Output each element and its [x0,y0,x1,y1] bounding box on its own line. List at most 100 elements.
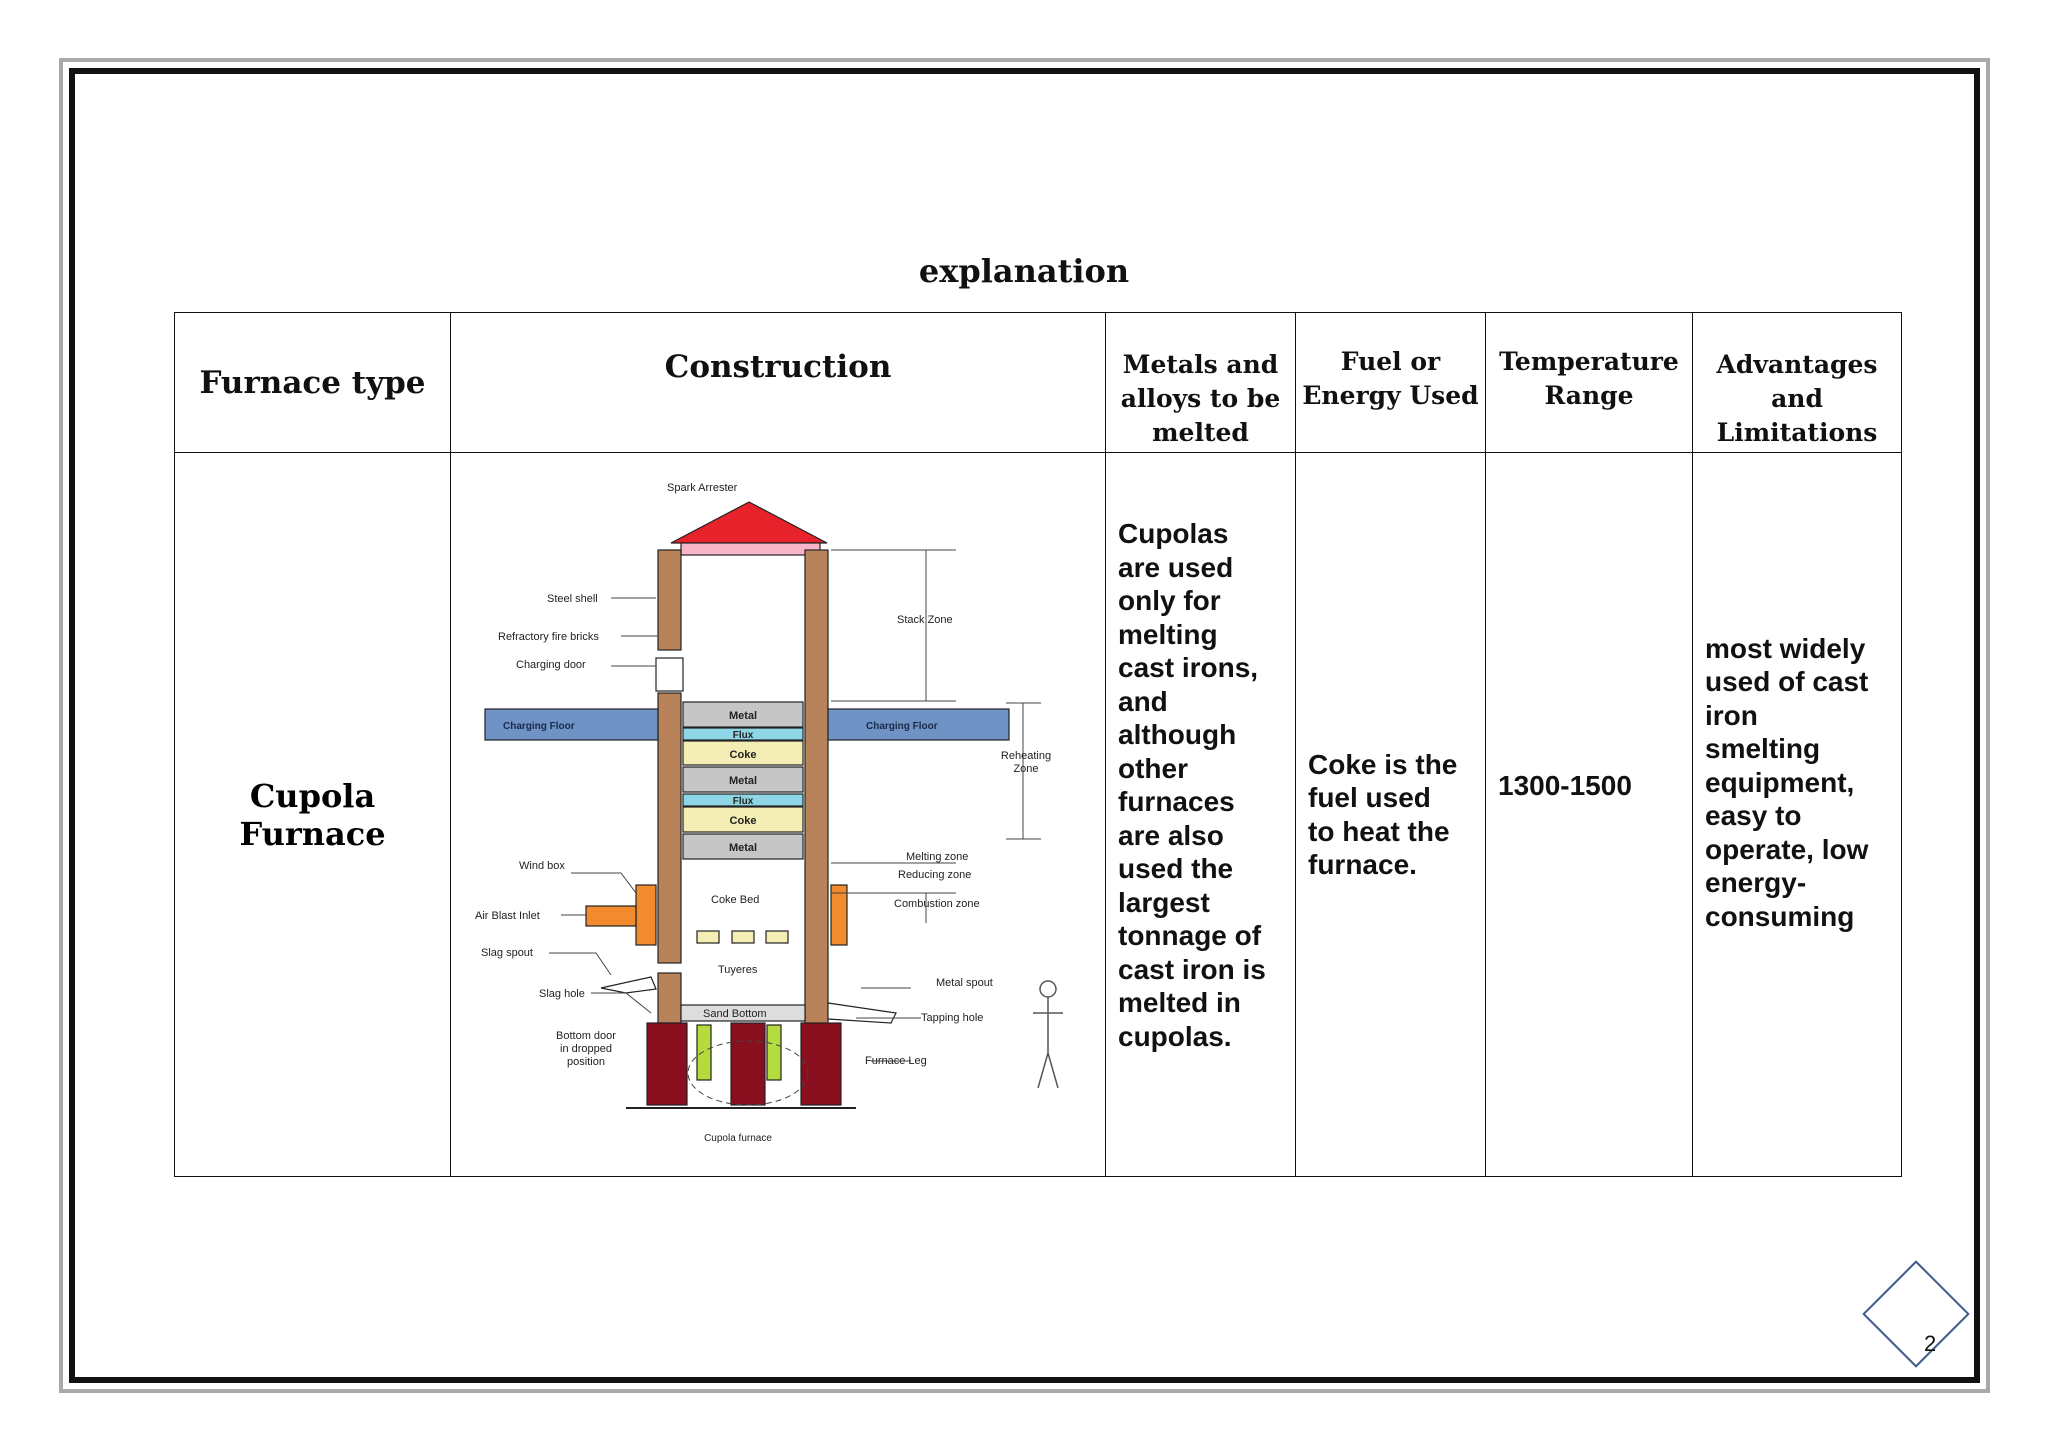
metal-layer [682,701,804,728]
charging-floor-right [827,708,1010,741]
metal-spout [827,1002,897,1024]
header-row: Furnace type Construction Metals and all… [174,312,1902,453]
header-advantages-line: Advantages [1716,350,1878,379]
label-wind-box: Wind box [519,860,565,872]
coke-layer [682,740,804,766]
label-coke: Coke [730,815,757,827]
label-flux: Flux [733,796,754,807]
stack-zone-dimension [831,549,956,702]
label-steel-shell: Steel shell [547,593,598,605]
advantages-line: smelting [1705,733,1821,765]
label-coke-bed: Coke Bed [711,894,759,906]
advantages-line: consuming [1705,900,1855,932]
fuel-line: fuel used [1308,782,1431,813]
advantages-cell: most widely used of cast iron smelting e… [1692,452,1902,1177]
advantages-line: most widely [1705,632,1866,664]
label-charging-door: Charging door [516,659,586,671]
header-advantages-line: and [1771,384,1823,413]
sand-bottom [680,1004,806,1022]
wind-box-right [830,884,848,946]
charging-door [655,657,684,692]
label-metal: Metal [729,842,757,854]
spark-arrester-base [680,542,821,556]
combustion-zone-dimension [831,862,956,923]
advantages-line: equipment, [1705,766,1855,798]
header-fuel-line: Energy Used [1302,381,1479,410]
advantages-line: iron [1705,699,1758,731]
header-metals-line: melted [1152,418,1249,447]
advantages-line: easy to [1705,800,1802,832]
wind-box-left [635,884,657,946]
label-charging-floor-right: Charging Floor [866,721,938,732]
furnace-leg [646,1022,688,1106]
metals-line: used the [1118,853,1234,884]
metals-text: Cupolas are used only for melting cast i… [1106,517,1295,1053]
left-brick-wall [657,549,682,651]
metals-line: tonnage of [1118,920,1262,951]
label-metal: Metal [729,775,757,787]
furnace-leg [730,1022,766,1106]
label-bottom-door: Bottom door [556,1030,616,1042]
flux-layer [682,793,804,807]
label-stack-zone: Stack Zone [897,614,953,626]
cupola-furnace-diagram: Spark Arrester Steel shell Refractory fi… [475,482,1063,1144]
furnace-leg [800,1022,842,1106]
label-sand-bottom: Sand Bottom [703,1008,767,1020]
header-temperature-line: Range [1544,381,1634,410]
slag-spout [600,976,657,994]
metals-line: although [1118,719,1237,750]
metals-line: only for [1118,585,1221,616]
header-metals-line: Metals and [1122,350,1279,379]
cupola-row: Cupola Furnace [174,452,1902,1177]
metals-line: other [1118,752,1188,784]
page-frame-outer [59,58,1990,1393]
label-bottom-door: position [567,1056,605,1068]
metals-line: furnaces [1118,786,1235,817]
fuel-line: furnace. [1308,849,1417,880]
header-metals: Metals and alloys to be melted [1105,312,1296,453]
page-number: 2 [1924,1331,1937,1356]
header-metals-line: alloys to be [1120,384,1281,413]
fuel-cell: Coke is the fuel used to heat the furnac… [1295,452,1486,1177]
metals-line: cast iron is [1118,953,1266,985]
spark-arrester-roof [670,501,828,544]
furnace-table: Furnace type Construction Metals and all… [174,312,1902,1177]
label-reheating-zone: Zone [1013,763,1038,775]
left-brick-wall [657,692,682,964]
label-coke: Coke [730,749,757,761]
tuyere [696,930,720,944]
label-reheating-zone: Reheating [1001,750,1051,762]
label-furnace-leg: Furnace Leg [865,1055,927,1067]
metals-line: are also [1118,819,1224,851]
metals-line: are used [1118,551,1234,583]
metal-layer [682,766,804,793]
label-tuyeres: Tuyeres [718,964,758,976]
header-fuel-line: Fuel or [1340,347,1441,376]
label-bottom-door: in dropped [560,1043,612,1055]
metals-line: melting [1118,618,1218,650]
header-temperature: Temperature Range [1485,312,1693,453]
label-slag-hole: Slag hole [539,988,585,1000]
bottom-door-swing [687,1040,809,1106]
label-spark-arrester: Spark Arrester [667,482,738,494]
reheating-zone-dimension [1006,702,1041,840]
header-construction: Construction [450,312,1106,453]
header-advantages: Advantages and Limitations [1692,312,1902,453]
metals-line: cast irons, [1118,652,1259,683]
construction-cell: Spark Arrester Steel shell Refractory fi… [450,452,1106,1177]
furnace-type-cell: Cupola Furnace [174,452,451,1177]
bottom-door-prop [696,1024,712,1081]
advantages-line: operate, low [1705,833,1869,865]
label-tapping-hole: Tapping hole [921,1012,983,1024]
label-charging-floor-left: Charging Floor [503,721,575,732]
flux-layer [682,727,804,741]
fuel-line: to heat the [1308,815,1450,847]
fuel-text: Coke is the fuel used to heat the furnac… [1296,748,1485,882]
leader-lines [549,597,921,1062]
right-brick-wall [804,549,829,1091]
label-refractory: Refractory fire bricks [498,631,599,643]
header-temperature-line: Temperature [1499,347,1679,376]
label-diagram-caption: Cupola furnace [704,1133,772,1144]
header-advantages-line: Limitations [1716,418,1878,447]
charging-floor-left [484,708,659,741]
